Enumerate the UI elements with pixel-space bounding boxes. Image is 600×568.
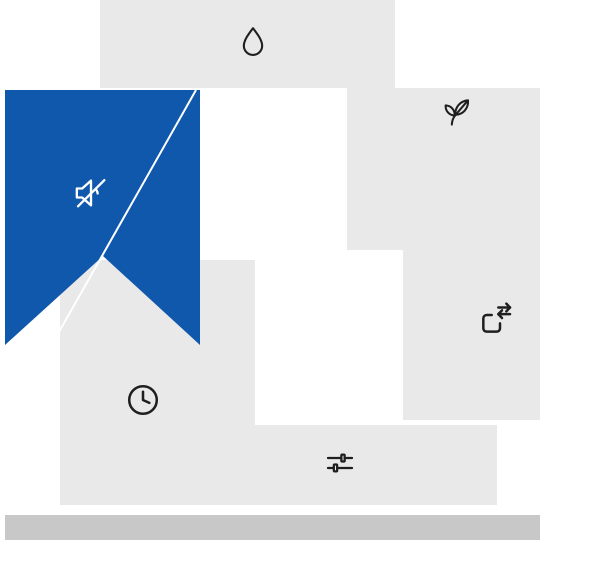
volume-muted-icon <box>71 173 111 213</box>
clock-icon <box>124 381 162 419</box>
water-drop-icon <box>235 24 271 60</box>
ribbon-shape <box>5 90 200 345</box>
share-tile[interactable] <box>403 250 540 420</box>
mute-ribbon[interactable] <box>5 90 200 345</box>
settings-tile[interactable] <box>200 425 497 505</box>
water-tile[interactable] <box>100 0 395 88</box>
sliders-icon <box>322 445 358 481</box>
leaf-icon <box>436 94 474 132</box>
share-export-icon <box>475 300 515 340</box>
eco-tile[interactable] <box>347 88 540 250</box>
bottom-bar <box>5 515 540 540</box>
ribbon-fold-line <box>54 90 197 340</box>
